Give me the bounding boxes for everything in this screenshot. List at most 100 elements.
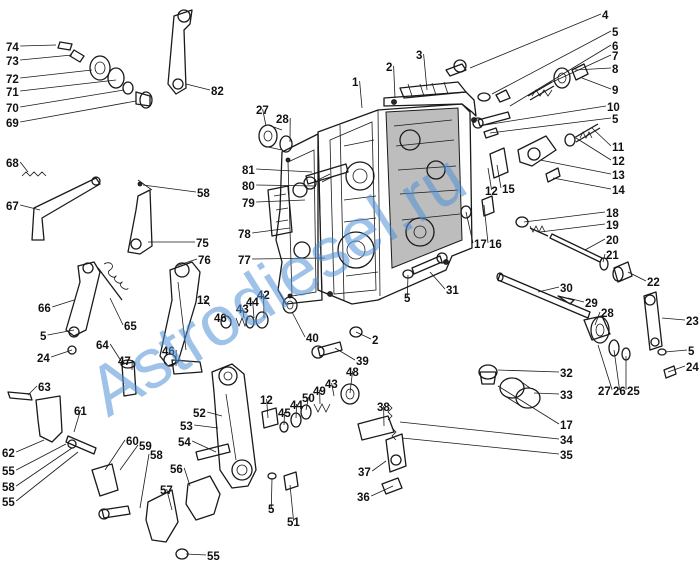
leader-line xyxy=(399,421,560,440)
leader-line xyxy=(109,343,124,365)
part-number-label: 81 xyxy=(242,165,255,177)
lower-left-bracket xyxy=(7,391,131,520)
leader-line xyxy=(497,369,560,373)
part-number-label: 24 xyxy=(686,362,699,374)
leader-line xyxy=(331,382,335,397)
part-number-label: 74 xyxy=(6,42,19,54)
leader-line xyxy=(567,297,585,303)
part-number-label: 38 xyxy=(377,402,390,414)
lever-75 xyxy=(127,179,153,255)
leader-line xyxy=(20,54,73,61)
leader-line xyxy=(627,271,647,282)
leader-line xyxy=(406,274,409,298)
leader-line xyxy=(523,211,606,223)
leader-line xyxy=(15,447,73,487)
top-left-fasteners xyxy=(57,41,153,109)
leader-line xyxy=(423,53,428,91)
part-number-label: 12 xyxy=(485,186,498,198)
lever-66-spring-65 xyxy=(65,261,129,355)
part-number-label: 29 xyxy=(585,298,598,310)
part-number-label: 73 xyxy=(6,56,19,68)
leader-line xyxy=(401,437,560,455)
part-number-label: 54 xyxy=(178,437,191,449)
part-number-label: 17 xyxy=(560,420,573,432)
pin-47-64 xyxy=(120,359,137,397)
part-number-label: 57 xyxy=(160,485,173,497)
bolts-39-40 xyxy=(282,296,363,359)
plugs-32-33 xyxy=(478,364,541,409)
part-number-label: 5 xyxy=(40,331,47,343)
leader-line xyxy=(355,331,372,340)
leader-line xyxy=(20,89,125,108)
part-number-label: 21 xyxy=(606,250,619,262)
part-number-label: 20 xyxy=(606,235,619,247)
part-number-label: 50 xyxy=(302,393,315,405)
part-number-label: 65 xyxy=(124,321,137,333)
watermark: Astrodiesel.ru xyxy=(75,138,479,431)
leader-line xyxy=(664,349,688,353)
leader-line xyxy=(613,349,620,391)
leader-line xyxy=(291,311,306,338)
leader-line xyxy=(51,349,73,358)
part-number-label: 8 xyxy=(612,64,619,76)
part-number-label: 55 xyxy=(2,497,15,509)
lever-82 xyxy=(167,9,193,95)
part-number-label: 68 xyxy=(6,158,19,170)
leader-line xyxy=(497,385,560,425)
part-number-label: 25 xyxy=(627,386,640,398)
part-number-label: 2 xyxy=(386,62,392,74)
part-number-label: 12 xyxy=(197,295,210,307)
leader-line xyxy=(183,467,191,487)
leader-line xyxy=(371,460,387,472)
part-number-label: 36 xyxy=(357,492,370,504)
part-number-label: 5 xyxy=(612,27,619,39)
part-number-label: 37 xyxy=(358,467,371,479)
lower-lever-52-57 xyxy=(145,363,257,560)
leader-line xyxy=(581,77,612,90)
leader-line xyxy=(185,553,207,556)
part-number-label: 53 xyxy=(180,421,193,433)
part-number-label: 76 xyxy=(198,255,211,267)
leader-line xyxy=(52,299,75,308)
part-number-label: 34 xyxy=(560,435,573,447)
part-number-label: 49 xyxy=(313,386,326,398)
leader-line xyxy=(574,67,612,71)
part-number-label: 82 xyxy=(211,86,224,98)
studs-15-17 xyxy=(460,147,509,219)
upper-row-42-46 xyxy=(220,311,269,329)
part-number-label: 52 xyxy=(193,408,206,420)
leader-line xyxy=(256,168,313,173)
leader-line xyxy=(252,227,291,234)
leader-line xyxy=(20,100,137,123)
part-number-label: 7 xyxy=(612,51,618,63)
leader-line xyxy=(359,80,363,109)
leader-line xyxy=(175,258,198,267)
part-number-label: 3 xyxy=(416,50,422,62)
part-number-label: 44 xyxy=(246,297,259,309)
leader-line xyxy=(496,164,502,189)
part-number-label: 35 xyxy=(560,450,573,462)
main-housing xyxy=(317,81,477,305)
leader-line xyxy=(16,443,67,471)
part-number-label: 63 xyxy=(38,382,51,394)
leader-line xyxy=(283,411,285,426)
leader-line xyxy=(270,477,273,509)
leader-line xyxy=(465,211,474,244)
part-number-label: 9 xyxy=(612,85,618,97)
leader-line xyxy=(591,127,612,147)
part-number-label: 24 xyxy=(37,353,50,365)
side-cover xyxy=(267,133,323,305)
part-number-label: 58 xyxy=(2,482,15,494)
leader-line xyxy=(483,204,489,244)
part-number-label: 14 xyxy=(612,185,625,197)
leader-line xyxy=(349,370,353,394)
leader-line xyxy=(667,365,686,373)
leader-line xyxy=(20,69,93,79)
leader-line xyxy=(207,411,223,417)
part-number-label: 26 xyxy=(613,386,626,398)
leader-line xyxy=(661,317,686,321)
leader-line xyxy=(242,307,245,319)
leader-line xyxy=(393,65,396,99)
